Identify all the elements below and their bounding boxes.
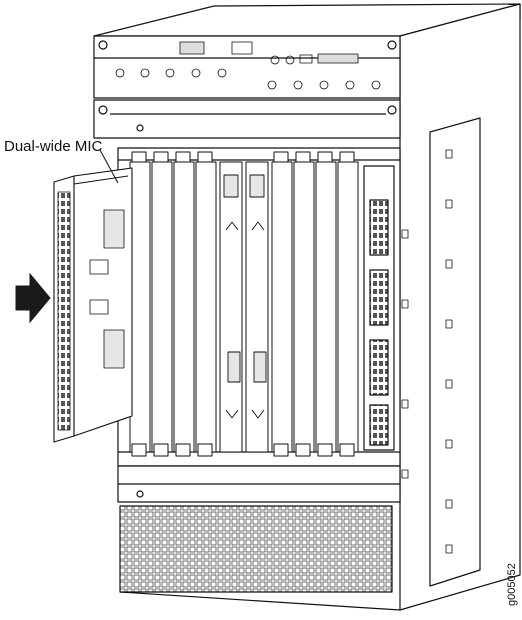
- craft-panel: [93, 35, 401, 99]
- air-intake-grille: [119, 505, 393, 593]
- callout-leader: [99, 149, 119, 184]
- craft-buttons: [179, 41, 359, 65]
- callout-label-dual-wide-mic: Dual-wide MIC: [4, 138, 103, 155]
- figure-id: g005052: [506, 563, 518, 606]
- bottom-ejectors: [131, 443, 355, 457]
- routing-engines: [223, 174, 267, 419]
- upper-fan-tray: [93, 99, 401, 139]
- dual-wide-mic: [53, 167, 133, 443]
- arrow-right-icon: [15, 272, 51, 324]
- top-ejectors: [131, 151, 355, 163]
- rail-holes: [401, 149, 453, 554]
- craft-leds: [115, 68, 381, 90]
- mounting-rail: [429, 117, 481, 587]
